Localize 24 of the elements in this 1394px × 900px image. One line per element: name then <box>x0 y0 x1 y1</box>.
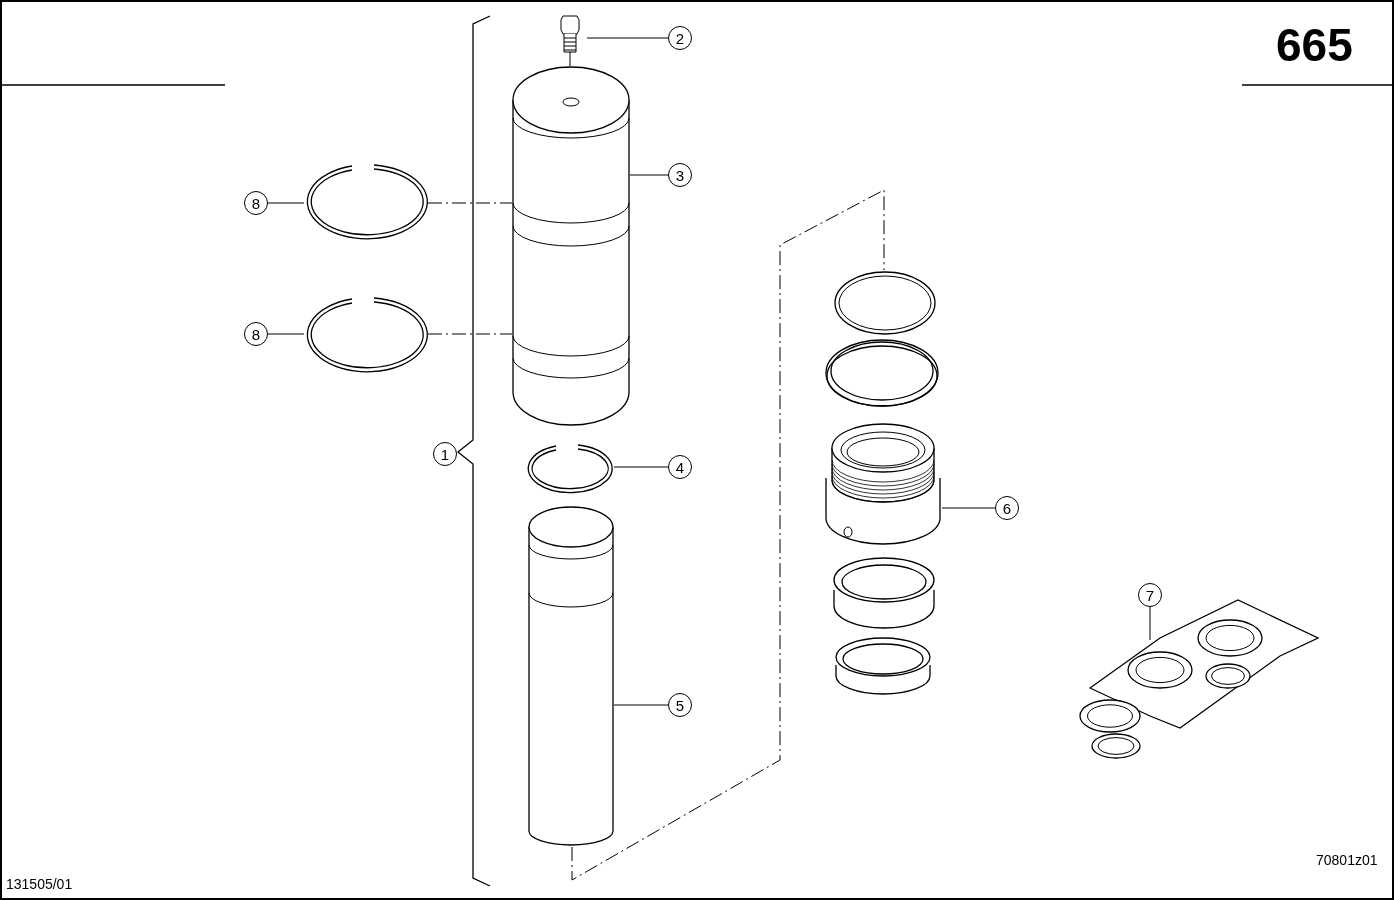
drawing-number: 70801z01 <box>1316 852 1378 868</box>
leader-line <box>613 704 669 706</box>
callout-number: 6 <box>995 496 1019 520</box>
callout-number: 3 <box>668 163 692 187</box>
callout-number: 1 <box>433 442 457 466</box>
assembly-line <box>427 202 513 204</box>
callout-number: 7 <box>1138 583 1162 607</box>
callout-number: 2 <box>668 26 692 50</box>
page-number: 665 <box>1276 18 1353 72</box>
leader-line <box>586 37 669 39</box>
assembly-line <box>571 189 885 881</box>
callout-number: 8 <box>244 191 268 215</box>
callout-number: 8 <box>244 322 268 346</box>
drawing-number: 131505/01 <box>6 876 73 892</box>
leader-line <box>1149 606 1151 641</box>
leader-line <box>629 174 669 176</box>
callout-number: 4 <box>668 455 692 479</box>
callout-number: 5 <box>668 693 692 717</box>
leader-line <box>941 507 996 509</box>
leader-line <box>569 61 571 67</box>
leader-line <box>267 333 305 335</box>
leader-line <box>267 202 305 204</box>
leader-line <box>613 466 669 468</box>
assembly-line <box>427 333 513 335</box>
